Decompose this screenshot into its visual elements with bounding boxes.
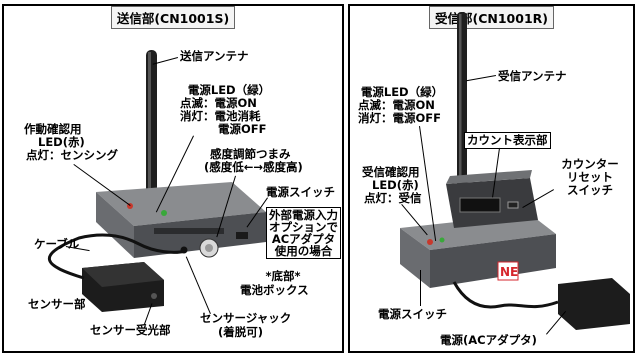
label-external-power: 外部電源入力 オプションで ACアダプタ 使用の場合 — [266, 207, 341, 259]
label-power-switch: 電源スイッチ — [266, 185, 335, 199]
label-battery-1: *底部* — [265, 269, 301, 283]
sensor-cable — [47, 233, 187, 280]
label-receive-antenna: 受信アンテナ — [498, 69, 567, 83]
receiver-photo: NE — [400, 12, 630, 330]
external-power-line-2: オプションで — [269, 220, 338, 234]
label-operation-led-1: 作動確認用 — [24, 122, 82, 136]
receiver-power-led — [439, 237, 445, 243]
label-power-led-title: 電源LED（緑） — [187, 83, 271, 97]
label-sensitivity-2: (感度低←→感度高) — [204, 160, 303, 174]
external-power-line-4: 使用の場合 — [274, 244, 333, 258]
transmitter-antenna — [146, 50, 157, 208]
label-sensor: センサー部 — [28, 297, 86, 311]
label-counter-reset-2: リセット — [567, 170, 613, 184]
power-switch-part — [236, 232, 248, 239]
label-power-led-battery: 消灯：電池消耗 — [180, 109, 261, 123]
label-cable: ケーブル — [34, 237, 80, 251]
label-transmit-antenna: 送信アンテナ — [180, 49, 249, 63]
external-power-line-1: 外部電源入力 — [269, 208, 338, 222]
power-led-green — [161, 210, 167, 216]
label-count-display: カウント表示部 — [464, 132, 551, 149]
label-counter-reset-1: カウンター — [561, 157, 619, 171]
label-counter-reset-3: スイッチ — [567, 183, 613, 197]
label-power-led-off: 電源OFF — [218, 122, 267, 136]
label-receive-led-1: 受信確認用 — [362, 165, 420, 179]
label-battery-2: 電池ボックス — [240, 283, 309, 297]
transmitter-panel: 送信部(CN1001S) 送信アンテナ 電源LED（緑） 点滅：電源ON 消灯：… — [2, 4, 344, 353]
label-receiver-power-led-title: 電源LED（緑） — [360, 85, 444, 99]
count-display-screen — [459, 197, 501, 213]
svg-text:NE: NE — [500, 265, 518, 279]
receiver-panel: 受信部(CN1001R) NE 受信アンテナ 電源LED（緑） 点滅：電源ON … — [348, 4, 635, 353]
transmitter-title: 送信部(CN1001S) — [110, 6, 236, 29]
label-receiver-power-switch: 電源スイッチ — [378, 307, 447, 321]
label-sensor-jack-1: センサージャック — [200, 311, 292, 325]
label-sensor-jack-2: (着脱可) — [218, 325, 264, 339]
brand-logo — [497, 261, 519, 281]
label-receive-led-2: LED(赤) — [372, 178, 419, 192]
label-power-ac: 電源(ACアダプタ) — [440, 333, 537, 347]
reset-switch-part — [507, 201, 519, 209]
ac-adapter — [558, 278, 630, 330]
label-receive-led-3: 点灯：受信 — [364, 191, 422, 205]
label-power-led-blink: 点滅：電源ON — [180, 96, 257, 110]
label-sensor-receiver: センサー受光部 — [90, 323, 171, 337]
label-receiver-power-led-blink: 点滅：電源ON — [358, 98, 435, 112]
receiver-body-top — [400, 214, 556, 250]
label-operation-led-2: LED(赤) — [38, 135, 85, 149]
receive-led — [427, 239, 433, 245]
label-operation-led-3: 点灯：センシング — [26, 148, 118, 162]
adapter-cable — [452, 281, 559, 309]
external-power-line-3: ACアダプタ — [271, 232, 336, 246]
transmitter-photo — [47, 50, 266, 312]
label-sensitivity-1: 感度調節つまみ — [210, 147, 291, 161]
leader-receiver-power-switch — [420, 270, 422, 306]
label-receiver-power-led-off: 消灯：電源OFF — [358, 111, 441, 125]
